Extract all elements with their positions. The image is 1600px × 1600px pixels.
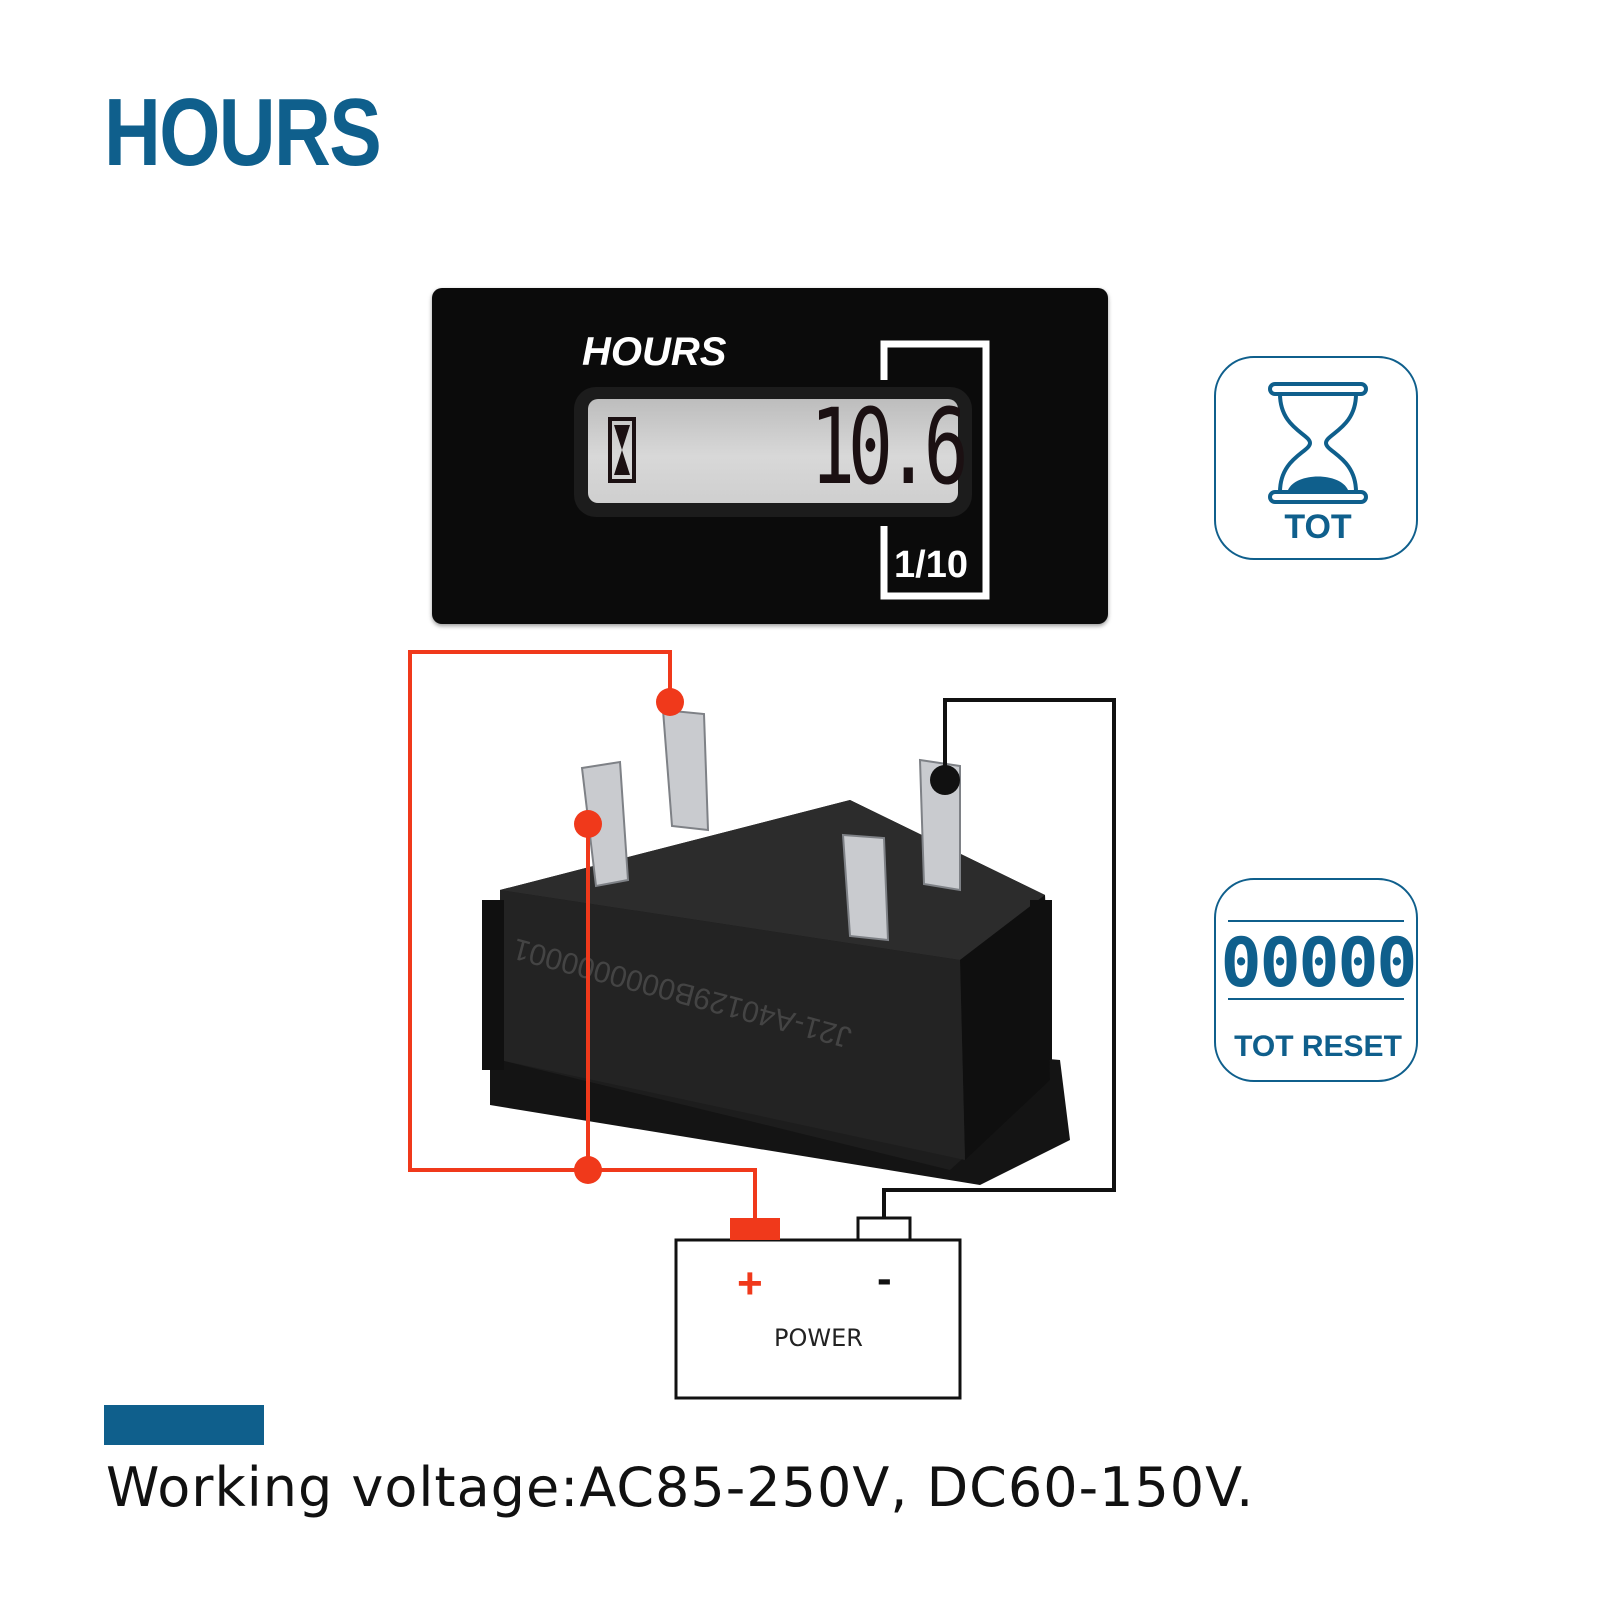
lcd-hourglass-icon [608,417,636,483]
counter-icon: 00000 [1220,924,1418,1003]
accent-bar [104,1405,264,1445]
positive-wires [408,650,757,1218]
tot-label: TOT [1284,508,1352,546]
lcd-screen [588,399,958,503]
page-title: HOURS [104,79,382,186]
mode-card-tot: TOT [1214,356,1418,560]
voltage-caption: Working voltage:AC85-250V, DC60-150V. [106,1456,1255,1519]
tot-reset-label: TOT RESET [1234,1030,1402,1063]
positive-junction-terminal [574,810,602,838]
lcd-reading: 10.6 [810,386,969,508]
counter-top-rule [1228,920,1404,922]
positive-junction-top [656,688,684,716]
negative-wire [882,698,1116,1218]
meter-rear-housing: J21-A40129B0000000001 [482,800,1070,1185]
negative-symbol: - [877,1254,892,1303]
positive-junction-bottom [574,1156,602,1184]
meter-title: HOURS [582,330,727,374]
hourglass-icon [1268,382,1368,504]
power-label: POWER [774,1324,863,1352]
mode-card-tot-reset: 00000 TOT RESET [1214,878,1418,1082]
negative-junction [930,765,960,795]
positive-symbol: + [737,1259,763,1308]
power-source: + - POWER [674,1216,962,1400]
counter-bottom-rule [1228,998,1404,1000]
scale-label: 1/10 [894,544,968,586]
scale-bracket [880,340,990,600]
